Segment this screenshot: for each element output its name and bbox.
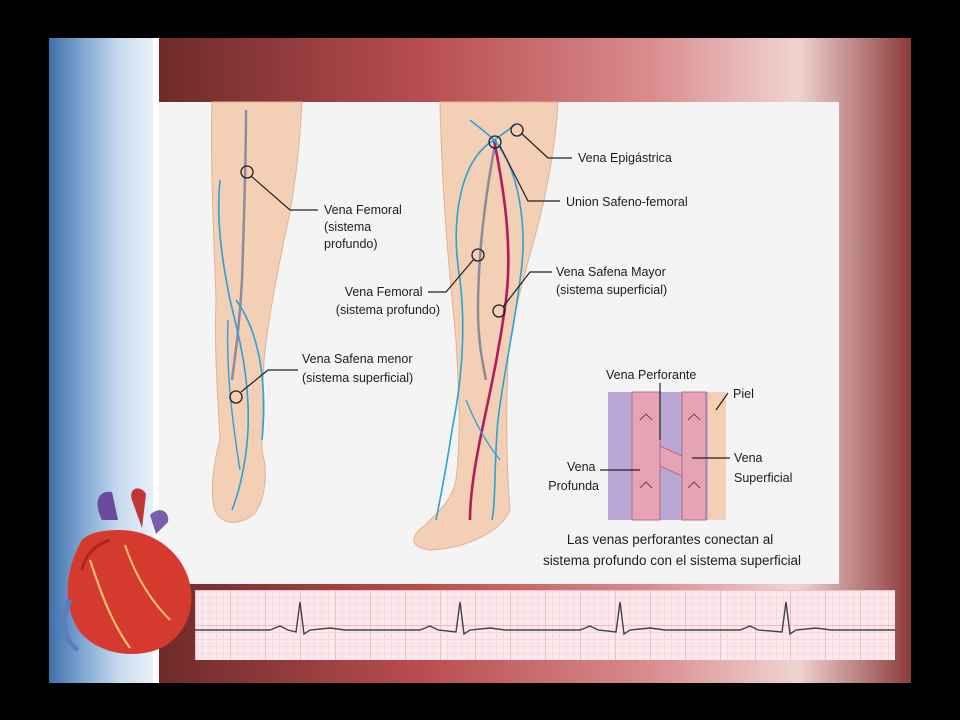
label-union-safeno-femoral: Union Safeno-femoral [566, 195, 688, 209]
diagram-caption: Las venas perforantes conectan al sistem… [543, 532, 801, 568]
right-leg-illustration [413, 101, 559, 551]
label-vena-safena-mayor: Vena Safena Mayor (sistema superficial) [556, 265, 669, 297]
label-leader-lines [240, 132, 730, 471]
label-vena-superficial: Vena Superficial [734, 451, 792, 485]
label-piel: Piel [733, 387, 754, 401]
label-vena-profunda: Vena Profunda [548, 460, 599, 493]
ecg-grid-strip [195, 590, 895, 660]
left-leg-illustration [210, 101, 303, 523]
heart-illustration [61, 488, 192, 655]
label-vena-perforante: Vena Perforante [606, 368, 696, 382]
label-vena-safena-menor: Vena Safena menor (sistema superficial) [302, 352, 416, 385]
label-vena-epigastrica: Vena Epigástrica [578, 151, 672, 165]
label-vena-femoral-right: Vena Femoral (sistema profundo) [336, 285, 440, 317]
ecg-trace [195, 601, 895, 636]
perforating-vein-inset [608, 391, 726, 521]
label-vena-femoral-left: Vena Femoral (sistema profundo) [324, 203, 405, 251]
